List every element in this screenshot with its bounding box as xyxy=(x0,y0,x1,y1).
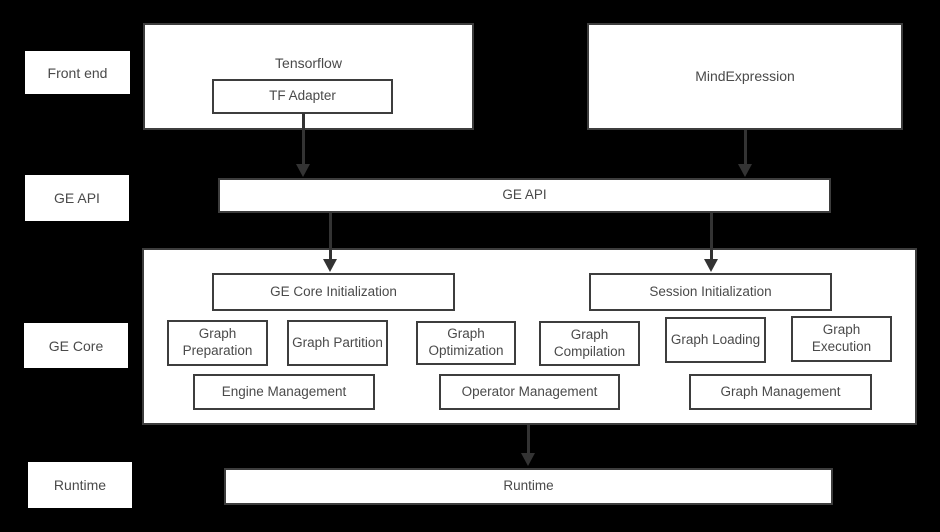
ge-core-initialization-box: GE Core Initialization xyxy=(212,273,455,311)
arrow-head-icon xyxy=(521,453,535,466)
graph-management-box: Graph Management xyxy=(689,374,872,410)
runtime-bar: Runtime xyxy=(224,468,833,505)
ge-api-label: GE API xyxy=(502,187,547,203)
graph-execution-label: Graph Execution xyxy=(811,322,872,354)
arrow-head-icon xyxy=(738,164,752,177)
arrow-shaft xyxy=(526,425,530,453)
session-initialization-label: Session Initialization xyxy=(649,283,772,299)
layer-label-ge-api: GE API xyxy=(25,175,129,221)
engine-management-box: Engine Management xyxy=(193,374,375,410)
layer-label-text: Front end xyxy=(47,64,108,81)
graph-optimization-label: Graph Optimization xyxy=(428,326,504,358)
arrow-mindexpression-to-ge-api xyxy=(738,130,752,177)
operator-management-box: Operator Management xyxy=(439,374,620,410)
session-initialization-box: Session Initialization xyxy=(589,273,832,311)
layer-label-text: GE API xyxy=(54,190,100,206)
graph-partition-label: Graph Partition xyxy=(292,334,383,350)
tensorflow-label: Tensorflow xyxy=(275,55,342,71)
layer-label-runtime: Runtime xyxy=(28,462,132,508)
graph-preparation-label: Graph Preparation xyxy=(182,326,253,358)
arrow-shaft xyxy=(301,113,305,164)
arrow-ge-api-to-ge-core-initialization xyxy=(323,213,337,272)
arrow-head-icon xyxy=(323,259,337,272)
operator-management-label: Operator Management xyxy=(461,383,598,399)
ge-core-initialization-label: GE Core Initialization xyxy=(270,283,397,299)
engine-management-label: Engine Management xyxy=(221,383,347,399)
ge-api-bar: GE API xyxy=(218,178,831,213)
mindexpression-box: MindExpression xyxy=(587,23,903,130)
arrow-ge-api-to-session-initialization xyxy=(704,213,718,272)
layer-label-text: Runtime xyxy=(53,477,107,493)
layer-label-text: GE Core xyxy=(48,337,104,354)
graph-loading-label: Graph Loading xyxy=(670,331,761,347)
graph-compilation-box: Graph Compilation xyxy=(539,321,640,366)
tf-adapter-label: TF Adapter xyxy=(269,88,336,104)
graph-compilation-label: Graph Compilation xyxy=(553,326,626,359)
graph-partition-box: Graph Partition xyxy=(287,320,388,366)
arrow-head-icon xyxy=(296,164,310,177)
graph-loading-box: Graph Loading xyxy=(665,317,766,363)
arrow-head-icon xyxy=(704,259,718,272)
graph-optimization-box: Graph Optimization xyxy=(416,321,516,365)
graph-preparation-box: Graph Preparation xyxy=(167,320,268,366)
arrow-shaft xyxy=(709,213,713,259)
layer-label-ge-core: GE Core xyxy=(24,323,128,368)
arrow-shaft xyxy=(328,213,332,259)
arrow-ge-core-to-runtime xyxy=(521,425,535,466)
layer-label-front-end: Front end xyxy=(25,51,130,94)
arrow-tf-adapter-to-ge-api xyxy=(296,113,310,177)
mindexpression-label: MindExpression xyxy=(695,67,795,84)
arrow-shaft xyxy=(743,130,747,164)
graph-execution-box: Graph Execution xyxy=(791,316,892,362)
tf-adapter-box: TF Adapter xyxy=(212,79,393,114)
graph-management-label: Graph Management xyxy=(720,383,841,399)
runtime-label: Runtime xyxy=(503,478,554,494)
